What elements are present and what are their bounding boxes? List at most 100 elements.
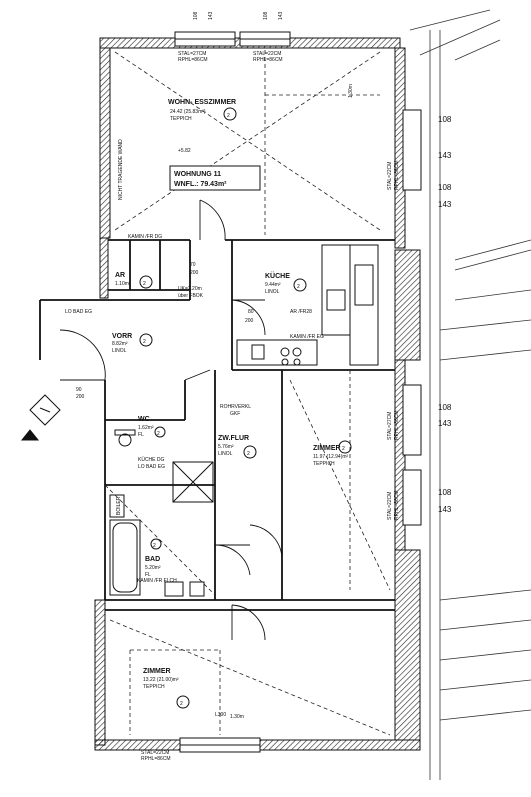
top-dimensions: 108 143 108 143 (193, 11, 284, 20)
door-200: 200 (190, 270, 199, 276)
dim-top: 143 (208, 11, 214, 20)
door-90: 90 (76, 387, 82, 393)
room-name: AR (115, 272, 125, 279)
room-floor: FL (138, 432, 144, 438)
room-badge: 2 (180, 701, 183, 707)
rw-label: RPHL=86CM (394, 410, 400, 440)
apartment-info: WOHNUNG 11 WNFL.: 79.43m² +5.82 (169, 148, 261, 191)
stal1b: RPHL=86CM (178, 57, 208, 63)
wall-note: NICHT TRAGENDE WAND (118, 139, 124, 200)
room-name: KÜCHE (265, 271, 290, 280)
boiler-label: BOILER (116, 496, 122, 515)
door-70: 70 (190, 262, 196, 268)
bathroom-fixtures (109, 429, 214, 597)
room-badge: 2 (297, 284, 300, 290)
elevation: +5.82 (178, 148, 191, 154)
doors (59, 199, 283, 641)
room-floor: FL (145, 572, 151, 578)
room-area: 1.62m² (138, 425, 154, 431)
ar-kamin: AR /FR28 (290, 309, 312, 315)
outer-walls (94, 37, 421, 751)
room-zwflur: ZW.FLUR 5.76m² LINOL 2 (218, 435, 257, 459)
kamin-eg: KAMIN /FR EG (290, 334, 324, 340)
roof-lines (409, 9, 531, 780)
room-zimmer1: ZIMMER 11.97 (12.94)m² TEPPICH 2 (313, 440, 352, 467)
room-area: 11.97 (12.94)m² (313, 454, 349, 460)
rw-label: RPHL=86CM (394, 490, 400, 520)
dim: 108 (438, 183, 452, 192)
stal3: STAL=22CM (141, 750, 169, 756)
room-area: 9.44m² (265, 282, 281, 288)
room-floor: TEPPICH (143, 684, 165, 690)
room-area: 5.76m² (218, 444, 234, 450)
dim: 143 (438, 419, 452, 428)
kitchen-fixtures (236, 244, 379, 366)
room-name: BAD (145, 556, 160, 563)
room-wc: WC 1.62m² FL 2 (138, 416, 166, 438)
rw-label: STAL=27CM (387, 412, 393, 440)
room-floor: TEPPICH (170, 116, 192, 122)
room-area: 8.82m² (112, 341, 128, 347)
rw-label: STAL=22CM (387, 492, 393, 520)
stal2: STAL=22CM (253, 51, 281, 57)
stal2b: RPHL=86CM (253, 57, 283, 63)
room-ar: AR 1.10m² 2 (115, 272, 153, 289)
room-name: ZW.FLUR (218, 435, 249, 442)
dim: 108 (438, 115, 452, 124)
apartment-area: WNFL.: 79.43m² (174, 181, 227, 188)
kamin-wc: KAMIN /FR FLCH (137, 578, 177, 584)
lo-bad2: LO BAD EG (138, 464, 165, 470)
right-windows (402, 109, 422, 526)
kamin-dg: KAMIN /FR DG (128, 234, 162, 240)
door-200a: 200 (245, 318, 254, 324)
room-badge: 2 (143, 281, 146, 287)
dim-top: 108 (263, 11, 269, 20)
room-area: 5.20m² (145, 565, 161, 571)
l300-label: L300 (215, 712, 226, 718)
dim: 143 (438, 151, 452, 160)
lo-bad: LO BAD EG (65, 309, 92, 315)
door-80a: 80 (248, 309, 254, 315)
room-area: 1.10m² (115, 281, 131, 287)
room-name: VORR (112, 333, 132, 340)
stal1: STAL=27CM (178, 51, 206, 57)
room-zimmer2: ZIMMER 13.22 (21.00)m² TEPPICH 2 (143, 668, 190, 709)
dim: 143 (438, 200, 452, 209)
room-badge: 2 (157, 431, 160, 437)
h1: 1.30m (348, 84, 354, 98)
rw-label: STAL=22CM (387, 162, 393, 190)
room-badge: 2 (247, 451, 250, 457)
h2: 1.30m (230, 714, 244, 720)
dim-top: 108 (193, 11, 199, 20)
entrance-symbol (20, 394, 61, 441)
room-floor: LINOL (112, 348, 127, 354)
dashed-lines (104, 50, 391, 736)
room-floor: LINOL (265, 289, 280, 295)
dim: 143 (438, 505, 452, 514)
stal3b: RPHL=86CM (141, 756, 171, 762)
room-area: 24.42 (25.83m²) (170, 109, 206, 115)
fbok-label: über FBOK (178, 293, 204, 299)
right-window-labels: RPHL=86CM STAL=22CM RPHL=86CM STAL=27CM … (387, 160, 400, 520)
room-bad: BAD 5.20m² FL 2 (145, 538, 162, 578)
room-area: 13.22 (21.00)m² (143, 677, 179, 683)
room-name: ZIMMER (143, 668, 171, 675)
room-badge: 2 (227, 113, 230, 119)
uk-label: UK=2.20m (178, 286, 202, 292)
gkf-label: GKF (230, 411, 240, 417)
apartment-name: WOHNUNG 11 (174, 171, 221, 178)
room-floor: LINOL (218, 451, 233, 457)
room-kueche: KÜCHE 9.44m² LINOL 2 (265, 271, 307, 295)
room-name: ZIMMER (313, 445, 341, 452)
room-wohn: WOHN- ESSZIMMER 24.42 (25.83m²) TEPPICH … (168, 99, 237, 122)
interior-walls (39, 239, 395, 611)
room-vorr: VORR 8.82m² LINOL 2 (112, 333, 153, 354)
room-name: WC (138, 416, 150, 423)
room-name: WOHN- ESSZIMMER (168, 99, 236, 106)
room-badge: 2 (143, 339, 146, 345)
right-dimensions: 108 143 108 143 108 143 108 143 (438, 115, 452, 514)
room-floor: TEPPICH (313, 461, 335, 467)
dim-top: 143 (278, 11, 284, 20)
top-windows (174, 31, 291, 753)
